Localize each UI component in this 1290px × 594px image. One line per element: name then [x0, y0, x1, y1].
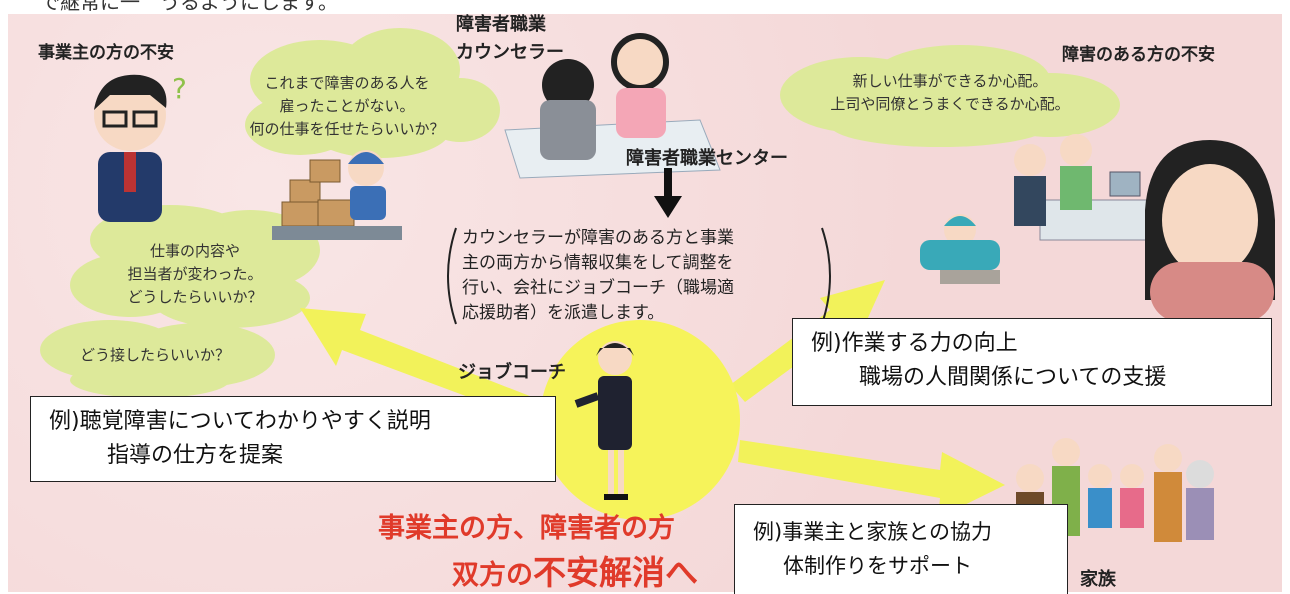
warehouse-worker-illustration — [272, 150, 402, 240]
thought-employer-bottom: どう接したらいいか？ — [40, 344, 270, 367]
example-line: 指導の仕方を提案 — [107, 443, 284, 468]
slogan-prefix: 双方の — [452, 560, 533, 591]
family-illustration — [1016, 438, 1214, 542]
thought-line: 上司や同僚とうまくできるか心配。 — [830, 95, 1070, 113]
job-coach-circle — [540, 320, 740, 520]
example-box-work: 例)作業する力の向上 職場の人間関係についての支援 — [792, 318, 1272, 406]
label-counselor-line1: 障害者職業 — [456, 14, 546, 35]
slogan-emphasis: 不安解消 — [533, 553, 665, 592]
thought-line: 何の仕事を任せたらいいか？ — [249, 120, 445, 138]
label-counselor-line2: カウンセラー — [456, 42, 564, 63]
slogan-line2: 双方の不安解消へ — [452, 546, 698, 594]
label-job-coach: ジョブコーチ — [458, 362, 566, 383]
example-line: 例)作業する力の向上 — [811, 331, 1018, 356]
thought-cloud-employer-top — [245, 28, 500, 158]
center-explanation: カウンセラーが障害のある方と事業 主の両方から情報収集をして調整を 行い、会社に… — [462, 226, 822, 326]
example-line: 職場の人間関係についての支援 — [859, 365, 1167, 390]
explain-line: 行い、会社にジョブコーチ（職場適 — [462, 278, 734, 298]
arrow-to-family — [738, 440, 1005, 518]
thought-line: これまで障害のある人を — [264, 74, 430, 92]
thought-cloud-disabled — [780, 45, 1120, 147]
arrow-to-employer — [300, 308, 540, 420]
explain-line: 主の両方から情報収集をして調整を — [462, 253, 734, 273]
thought-cloud-employer-bottom — [40, 320, 275, 398]
thought-line: 雇ったことがない。 — [279, 97, 415, 115]
example-line: 例)聴覚障害についてわかりやすく説明 — [49, 409, 431, 434]
thought-line: どう接したらいいか？ — [79, 346, 230, 364]
worried-woman-illustration — [1145, 140, 1275, 322]
thought-line: どうしたらいいか？ — [127, 288, 263, 306]
explain-line: カウンセラーが障害のある方と事業 — [462, 228, 734, 248]
down-arrow-icon — [654, 168, 682, 218]
label-employer-anxiety: 事業主の方の不安 — [38, 43, 174, 63]
thought-employer-top: これまで障害のある人を 雇ったことがない。 何の仕事を任せたらいいか？ — [222, 72, 472, 141]
thought-disabled: 新しい仕事ができるか心配。 上司や同僚とうまくできるか心配。 — [800, 70, 1100, 116]
question-mark-icon: ? — [172, 72, 187, 105]
label-family: 家族 — [1080, 569, 1116, 590]
example-box-hearing: 例)聴覚障害についてわかりやすく説明 指導の仕方を提案 — [30, 396, 556, 482]
thought-cloud-employer-mid — [70, 205, 320, 328]
right-bracket — [821, 227, 831, 325]
counselor-illustration — [504, 33, 721, 179]
top-cutoff-text: で継常に一 うるようにします。 — [40, 0, 338, 14]
thought-line: 新しい仕事ができるか心配。 — [852, 72, 1048, 90]
slogan-line1: 事業主の方、障害者の方 — [378, 513, 675, 544]
example-line: 体制作りをサポート — [783, 554, 972, 578]
label-center: 障害者職業センター — [626, 148, 788, 169]
example-box-family: 例)事業主と家族との協力 体制作りをサポート — [734, 504, 1068, 594]
thought-line: 仕事の内容や — [149, 242, 240, 260]
label-disabled-anxiety: 障害のある方の不安 — [1062, 45, 1215, 65]
left-bracket — [447, 227, 457, 325]
explain-line: 応援助者）を派遣します。 — [462, 303, 665, 323]
thought-line: 担当者が変わった。 — [127, 265, 263, 283]
example-line: 例)事業主と家族との協力 — [753, 520, 992, 544]
slogan-suffix: へ — [665, 553, 698, 592]
employer-illustration — [94, 74, 167, 222]
store-workers-illustration — [920, 134, 1161, 284]
thought-employer-mid: 仕事の内容や 担当者が変わった。 どうしたらいいか？ — [70, 240, 320, 309]
job-coach-illustration — [574, 341, 634, 500]
